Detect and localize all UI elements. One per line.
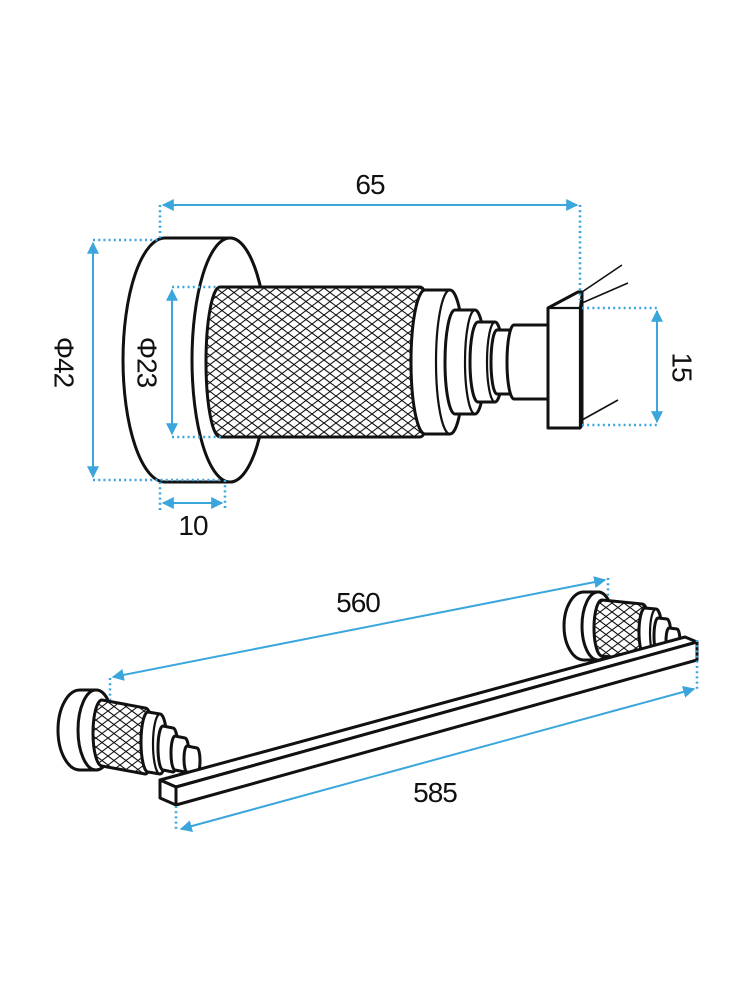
knurled-rod	[204, 285, 436, 439]
dim-line-560	[111, 576, 607, 681]
dim-label-560: 560	[336, 587, 380, 618]
dim-line-585	[179, 686, 696, 832]
top-dimensions: 65 Φ42 Φ23 15 10	[49, 169, 698, 541]
bottom-dimensions: 560 585	[108, 576, 699, 832]
dim-label-15: 15	[667, 352, 698, 382]
holder-side-view	[121, 236, 629, 484]
dim-label-585: 585	[413, 777, 457, 808]
left-holder	[56, 688, 202, 776]
dim-label-phi23: Φ23	[132, 337, 163, 388]
bar-end-face	[158, 778, 178, 807]
dim-label-65: 65	[355, 169, 385, 200]
wall-surface-lines	[581, 264, 629, 421]
bar-top-face	[158, 635, 699, 789]
wall-plate	[546, 290, 584, 430]
dim-label-10: 10	[178, 510, 208, 541]
dim-label-phi42: Φ42	[49, 337, 80, 388]
mount-shaft	[505, 323, 550, 401]
